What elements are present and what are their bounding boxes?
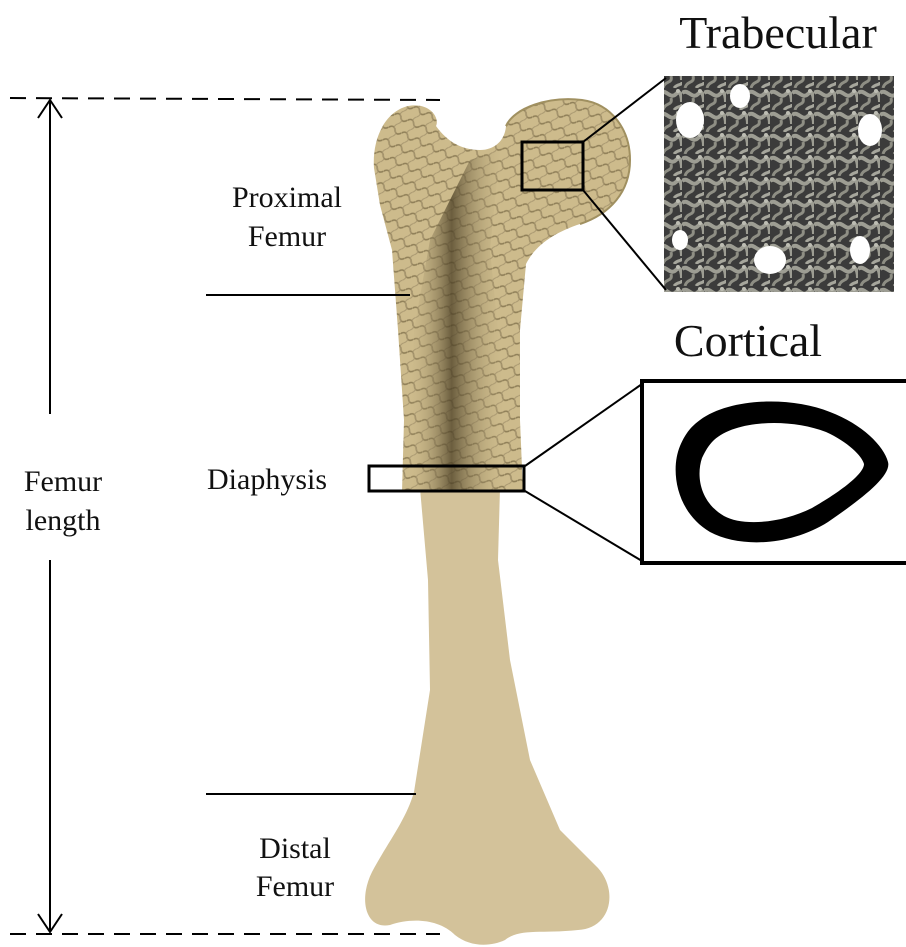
top-dashed-line bbox=[10, 98, 440, 100]
trabecular-connector-bottom bbox=[583, 190, 666, 290]
proximal-femur-label-line1: Proximal bbox=[232, 181, 342, 214]
trabecular-inset bbox=[664, 76, 894, 292]
trabecular-title: Trabecular bbox=[679, 7, 877, 58]
femur-distal-shaft bbox=[365, 488, 609, 945]
femur-length-label-line2: length bbox=[26, 504, 101, 537]
distal-femur-label-line2: Femur bbox=[256, 870, 334, 903]
cortical-connector-bottom bbox=[525, 491, 642, 561]
cortical-title: Cortical bbox=[674, 315, 822, 366]
diaphysis-label: Diaphysis bbox=[207, 463, 327, 496]
cortical-connector-top bbox=[525, 384, 642, 466]
femur-length-label-line1: Femur bbox=[24, 465, 102, 498]
proximal-femur-label-line2: Femur bbox=[248, 220, 326, 253]
distal-femur-label-line1: Distal bbox=[259, 832, 331, 865]
